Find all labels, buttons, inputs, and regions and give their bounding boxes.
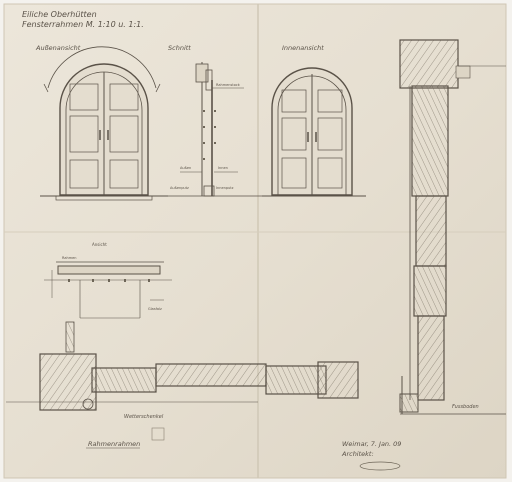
label-frame: Rahmenrahmen: [88, 440, 140, 448]
signature-date: Weimar, 7. Jan. 09: [342, 440, 401, 448]
label-floor: Fussboden: [452, 404, 479, 410]
signature-architect: Architekt:: [341, 450, 374, 458]
title-line-1: Eiliche Oberhütten: [22, 10, 97, 19]
label-interior-view: Innenansicht: [282, 44, 324, 52]
plan-note-right: Glasfalz: [148, 307, 162, 311]
section-note-inner-plaster: Innenputz: [216, 186, 234, 190]
label-section-view: Schnitt: [168, 44, 191, 52]
section-note-outer-plaster: Außenputz: [170, 186, 189, 190]
section-note-inside: Innen: [218, 166, 228, 170]
title-line-2: Fensterrahmen M. 1:10 u. 1:1.: [22, 20, 144, 29]
plan-detail: [44, 261, 172, 319]
label-exterior-view: Außenansicht: [35, 44, 81, 52]
label-weather-board: Wetterschenkel: [124, 414, 164, 420]
exterior-window-elevation: [40, 46, 168, 201]
section-dimension-ticks: [203, 110, 216, 160]
plan-note-dims: Rahmen: [62, 256, 77, 260]
plan-note-top: Ansicht: [92, 242, 107, 247]
section-note-upper: Rahmenstock: [216, 83, 241, 87]
plan-dimension-ticks: [68, 279, 150, 282]
section-note-outside: Außen: [180, 166, 191, 170]
interior-window-elevation: [262, 67, 366, 197]
full-scale-section: [399, 39, 506, 415]
signature-scribble: [359, 461, 401, 471]
vertical-section: [160, 62, 264, 197]
horizontal-section: [6, 321, 359, 411]
archive-stamp: [151, 427, 165, 441]
